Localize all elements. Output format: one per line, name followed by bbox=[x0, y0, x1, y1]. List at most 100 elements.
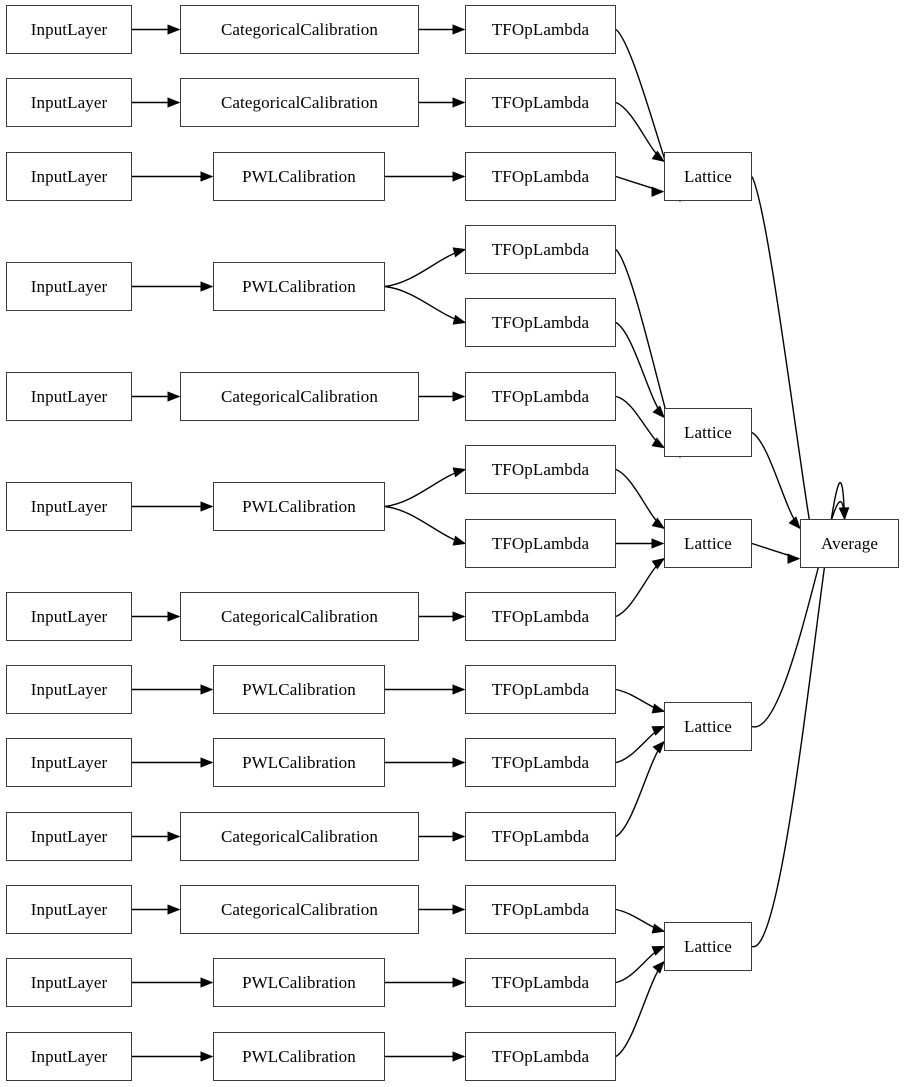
node-cal12[interactable]: PWLCalibration bbox=[213, 958, 385, 1007]
arrowhead-in8-to-cal8 bbox=[200, 684, 214, 695]
edge-op10-to-lat4 bbox=[615, 688, 665, 712]
arrowhead-op8-to-lat3 bbox=[651, 538, 665, 549]
arrowhead-op10-to-lat4 bbox=[651, 703, 666, 714]
node-label: PWLCalibration bbox=[242, 973, 356, 992]
edge-lat1-to-avg bbox=[751, 176, 819, 569]
node-label: InputLayer bbox=[30, 973, 108, 992]
arrowhead-cal4-to-op5 bbox=[452, 314, 467, 325]
arrowhead-cal3-to-op3 bbox=[452, 171, 466, 182]
node-label: InputLayer bbox=[30, 277, 108, 296]
node-op3[interactable]: TFOpLambda bbox=[465, 152, 616, 201]
arrowhead-op13-to-lat5 bbox=[651, 923, 666, 934]
node-op13[interactable]: TFOpLambda bbox=[465, 885, 616, 934]
node-in6[interactable]: InputLayer bbox=[6, 482, 132, 531]
node-label: InputLayer bbox=[30, 753, 108, 772]
node-in12[interactable]: InputLayer bbox=[6, 958, 132, 1007]
node-label: TFOpLambda bbox=[491, 1047, 590, 1066]
node-cal8[interactable]: PWLCalibration bbox=[213, 665, 385, 714]
node-label: PWLCalibration bbox=[242, 753, 356, 772]
node-label: InputLayer bbox=[30, 1047, 108, 1066]
arrowhead-in1-to-cal1 bbox=[167, 24, 181, 35]
arrowhead-op5-to-lat2 bbox=[652, 405, 665, 419]
node-label: CategoricalCalibration bbox=[220, 20, 379, 39]
node-in1[interactable]: InputLayer bbox=[6, 5, 132, 54]
arrowhead-in5-to-cal5 bbox=[167, 391, 181, 402]
node-cal4[interactable]: PWLCalibration bbox=[213, 262, 385, 311]
node-lat3[interactable]: Lattice bbox=[664, 519, 752, 568]
node-op4[interactable]: TFOpLambda bbox=[465, 225, 616, 274]
arrowhead-op6-to-lat2 bbox=[651, 437, 666, 449]
arrowhead-lat5-to-avg bbox=[839, 507, 850, 521]
node-in2[interactable]: InputLayer bbox=[6, 78, 132, 127]
arrowhead-in11-to-cal11 bbox=[167, 904, 181, 915]
node-label: PWLCalibration bbox=[242, 680, 356, 699]
node-cal6[interactable]: PWLCalibration bbox=[213, 482, 385, 531]
node-label: CategoricalCalibration bbox=[220, 900, 379, 919]
node-label: InputLayer bbox=[30, 900, 108, 919]
arrowhead-lat3-to-avg bbox=[787, 553, 801, 564]
node-label: InputLayer bbox=[30, 387, 108, 406]
node-op1[interactable]: TFOpLambda bbox=[465, 5, 616, 54]
node-op5[interactable]: TFOpLambda bbox=[465, 298, 616, 347]
node-op14[interactable]: TFOpLambda bbox=[465, 958, 616, 1007]
edge-op5-to-lat2 bbox=[615, 321, 665, 418]
node-in5[interactable]: InputLayer bbox=[6, 372, 132, 421]
node-op10[interactable]: TFOpLambda bbox=[465, 665, 616, 714]
node-lat4[interactable]: Lattice bbox=[664, 702, 752, 751]
node-cal10[interactable]: CategoricalCalibration bbox=[180, 812, 419, 861]
arrowhead-in4-to-cal4 bbox=[200, 281, 214, 292]
node-cal1[interactable]: CategoricalCalibration bbox=[180, 5, 419, 54]
node-op6[interactable]: TFOpLambda bbox=[465, 372, 616, 421]
node-label: TFOpLambda bbox=[491, 680, 590, 699]
arrowhead-lat4-to-avg bbox=[838, 507, 849, 521]
node-op2[interactable]: TFOpLambda bbox=[465, 78, 616, 127]
node-cal2[interactable]: CategoricalCalibration bbox=[180, 78, 419, 127]
node-lat5[interactable]: Lattice bbox=[664, 922, 752, 971]
node-op9[interactable]: TFOpLambda bbox=[465, 592, 616, 641]
node-op11[interactable]: TFOpLambda bbox=[465, 738, 616, 787]
node-op8[interactable]: TFOpLambda bbox=[465, 519, 616, 568]
node-in9[interactable]: InputLayer bbox=[6, 738, 132, 787]
node-cal13[interactable]: PWLCalibration bbox=[213, 1032, 385, 1081]
node-cal5[interactable]: CategoricalCalibration bbox=[180, 372, 419, 421]
arrowhead-op2-to-lat1 bbox=[651, 150, 666, 163]
node-lat2[interactable]: Lattice bbox=[664, 408, 752, 457]
node-label: CategoricalCalibration bbox=[220, 387, 379, 406]
node-cal3[interactable]: PWLCalibration bbox=[213, 152, 385, 201]
node-in11[interactable]: InputLayer bbox=[6, 885, 132, 934]
node-avg[interactable]: Average bbox=[800, 519, 899, 568]
arrowhead-cal4-to-op4 bbox=[452, 247, 467, 258]
node-in7[interactable]: InputLayer bbox=[6, 592, 132, 641]
arrowhead-cal11-to-op13 bbox=[452, 904, 466, 915]
node-in3[interactable]: InputLayer bbox=[6, 152, 132, 201]
arrowhead-op9-to-lat3 bbox=[651, 557, 666, 570]
node-cal7[interactable]: CategoricalCalibration bbox=[180, 592, 419, 641]
arrowhead-cal9-to-op11 bbox=[452, 757, 466, 768]
node-label: PWLCalibration bbox=[242, 1047, 356, 1066]
arrowhead-in6-to-cal6 bbox=[200, 501, 214, 512]
node-label: TFOpLambda bbox=[491, 240, 590, 259]
node-cal11[interactable]: CategoricalCalibration bbox=[180, 885, 419, 934]
node-label: InputLayer bbox=[30, 167, 108, 186]
node-op15[interactable]: TFOpLambda bbox=[465, 1032, 616, 1081]
node-op12[interactable]: TFOpLambda bbox=[465, 812, 616, 861]
node-label: TFOpLambda bbox=[491, 534, 590, 553]
node-label: PWLCalibration bbox=[242, 167, 356, 186]
node-op7[interactable]: TFOpLambda bbox=[465, 445, 616, 494]
node-lat1[interactable]: Lattice bbox=[664, 152, 752, 201]
edge-op2-to-lat1 bbox=[615, 101, 665, 162]
node-in13[interactable]: InputLayer bbox=[6, 1032, 132, 1081]
arrowhead-in12-to-cal12 bbox=[200, 977, 214, 988]
node-in10[interactable]: InputLayer bbox=[6, 812, 132, 861]
node-in8[interactable]: InputLayer bbox=[6, 665, 132, 714]
arrowhead-in13-to-cal13 bbox=[200, 1051, 214, 1062]
edge-op9-to-lat3 bbox=[615, 558, 665, 618]
edge-op15-to-lat5 bbox=[615, 961, 665, 1058]
arrowhead-op12-to-lat4 bbox=[652, 740, 665, 754]
edge-lat2-to-avg bbox=[751, 431, 801, 529]
arrowhead-op3-to-lat1 bbox=[651, 186, 665, 197]
node-cal9[interactable]: PWLCalibration bbox=[213, 738, 385, 787]
node-in4[interactable]: InputLayer bbox=[6, 262, 132, 311]
node-label: TFOpLambda bbox=[491, 20, 590, 39]
